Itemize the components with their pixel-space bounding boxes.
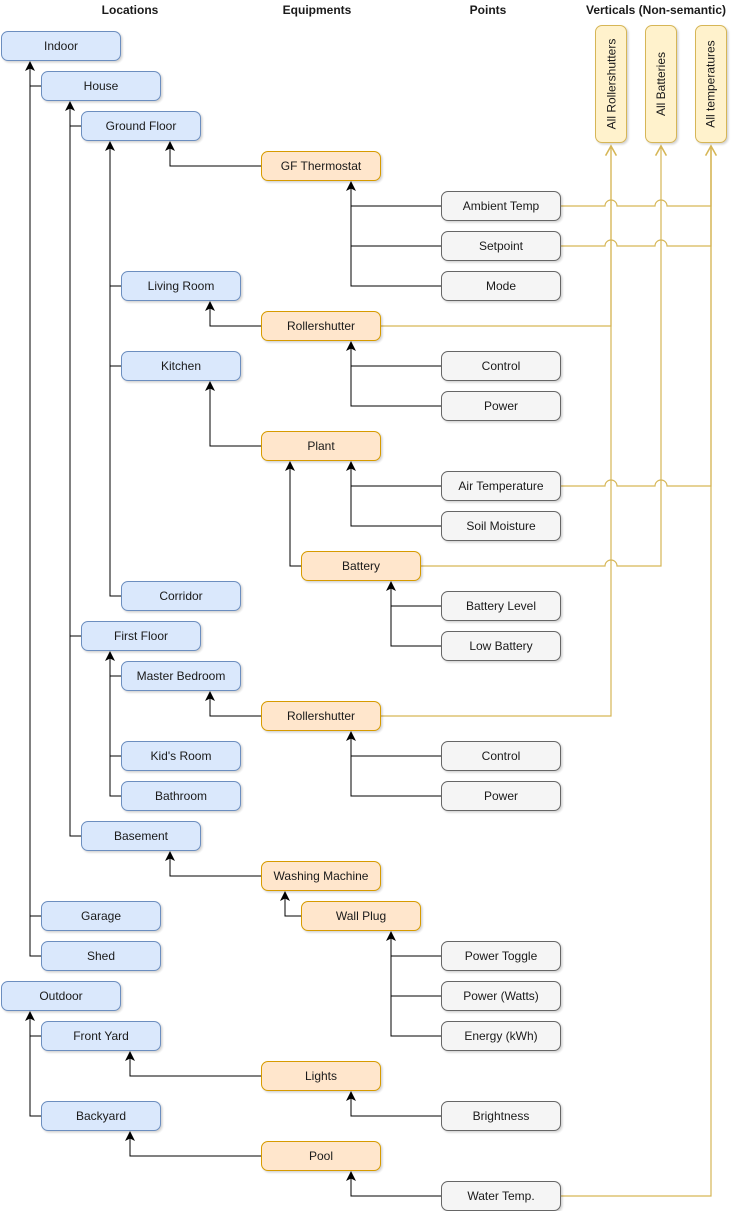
equipment-lights: Lights [261,1061,381,1091]
equipment-wall-plug: Wall Plug [301,901,421,931]
location-house: House [41,71,161,101]
location-bathroom: Bathroom [121,781,241,811]
edge-setpoint-to-gf-thermostat [350,182,441,247]
semantic-edges [25,61,441,1197]
point-control-2: Control [441,741,561,771]
edge-power-toggle-to-wall-plug [386,931,441,957]
edge-backyard-to-outdoor [29,1012,41,1117]
edge-front-yard-to-outdoor [25,1011,41,1037]
column-header-equipments: Equipments [282,3,352,17]
edge-rollershutter2-to-master-bedroom [205,691,261,717]
equipment-plant: Plant [261,431,381,461]
location-front-yard: Front Yard [41,1021,161,1051]
point-setpoint: Setpoint [441,231,561,261]
edge-plant-to-kitchen [205,381,261,447]
edge-soil-moisture-to-plant [350,462,441,527]
edge-first-floor-to-house [69,102,81,637]
point-mode: Mode [441,271,561,301]
edge-living-room-to-ground-floor [105,141,121,287]
point-air-temperature: Air Temperature [441,471,561,501]
point-battery-level: Battery Level [441,591,561,621]
column-header-locations: Locations [101,3,159,17]
edge-kitchen-to-ground-floor [109,142,121,367]
point-brightness: Brightness [441,1101,561,1131]
edge-battery-level-to-battery [386,581,441,607]
edge-basement-to-house [69,102,81,837]
edge-ground-floor-to-house [65,101,81,127]
edge-low-battery-to-battery [390,582,441,647]
location-kids-room: Kid's Room [121,741,241,771]
vertical-all-rollershutters-label: All Rollershutters [604,38,619,130]
edge-power1-to-rollershutter1 [350,342,441,407]
edge-corridor-to-ground-floor [109,142,121,597]
edge-power2-to-rollershutter2 [350,732,441,797]
edge-shed-to-indoor [29,62,41,957]
equipment-gf-thermostat: GF Thermostat [261,151,381,181]
point-ambient-temp: Ambient Temp [441,191,561,221]
edge-water-temp-to-all-temperatures [561,146,712,1197]
edge-mode-to-gf-thermostat [350,182,441,287]
edge-brightness-to-lights [346,1091,441,1117]
edge-gf-thermostat-to-ground-floor [165,141,261,167]
equipment-rollershutter-1: Rollershutter [261,311,381,341]
vertical-all-batteries: All Batteries [645,25,677,143]
edge-pool-to-backyard [125,1131,261,1157]
location-ground-floor: Ground Floor [81,111,201,141]
equipment-battery: Battery [301,551,421,581]
edge-battery-to-plant [285,461,301,567]
vertical-group-edges [381,144,718,1197]
edge-bathroom-to-first-floor [109,652,121,797]
location-backyard: Backyard [41,1101,161,1131]
edge-kids-room-to-first-floor [109,652,121,757]
edge-rollershutter1-to-living-room [205,301,261,327]
edge-control2-to-rollershutter2 [346,731,441,757]
point-soil-moisture: Soil Moisture [441,511,561,541]
equipment-pool: Pool [261,1141,381,1171]
column-header-points: Points [469,3,507,17]
vertical-all-batteries-label: All Batteries [654,51,668,117]
edge-control1-to-rollershutter1 [346,341,441,367]
point-water-temp: Water Temp. [441,1181,561,1211]
vertical-all-temperatures-label: All temperatures [704,40,718,128]
edge-air-temperature-to-plant [346,461,441,487]
edge-house-to-indoor [25,61,41,87]
location-corridor: Corridor [121,581,241,611]
equipment-washing-machine: Washing Machine [261,861,381,891]
point-power-1: Power [441,391,561,421]
location-master-bedroom: Master Bedroom [121,661,241,691]
point-power-watts: Power (Watts) [441,981,561,1011]
point-low-battery: Low Battery [441,631,561,661]
edge-power-watts-to-wall-plug [390,932,441,997]
location-basement: Basement [81,821,201,851]
edge-rollershutter2-to-all-rollershutters [381,146,612,717]
edge-garage-to-indoor [29,62,41,917]
vertical-all-temperatures: All temperatures [695,25,727,143]
location-indoor: Indoor [1,31,121,61]
equipment-rollershutter-2: Rollershutter [261,701,381,731]
edge-lights-to-front-yard [125,1051,261,1077]
location-garage: Garage [41,901,161,931]
column-header-verticals: Verticals (Non-semantic) [585,3,727,17]
point-power-2: Power [441,781,561,811]
edge-air-temperature-to-all-temperatures [561,146,712,487]
location-shed: Shed [41,941,161,971]
location-outdoor: Outdoor [1,981,121,1011]
point-energy-kwh: Energy (kWh) [441,1021,561,1051]
edge-wall-plug-to-washing-machine [280,891,301,917]
vertical-all-rollershutters: All Rollershutters [595,25,627,143]
edge-setpoint-to-all-temperatures [561,146,712,247]
edge-ambient-temp-to-all-temperatures [561,144,718,207]
point-power-toggle: Power Toggle [441,941,561,971]
location-living-room: Living Room [121,271,241,301]
edge-battery-to-all-batteries [421,144,668,567]
edge-master-bedroom-to-first-floor [105,651,121,677]
location-first-floor: First Floor [81,621,201,651]
point-control-1: Control [441,351,561,381]
edge-ambient-temp-to-gf-thermostat [346,181,441,207]
edge-water-temp-to-pool [346,1171,441,1197]
location-kitchen: Kitchen [121,351,241,381]
edge-washing-machine-to-basement [165,851,261,877]
edge-energy-kwh-to-wall-plug [390,932,441,1037]
